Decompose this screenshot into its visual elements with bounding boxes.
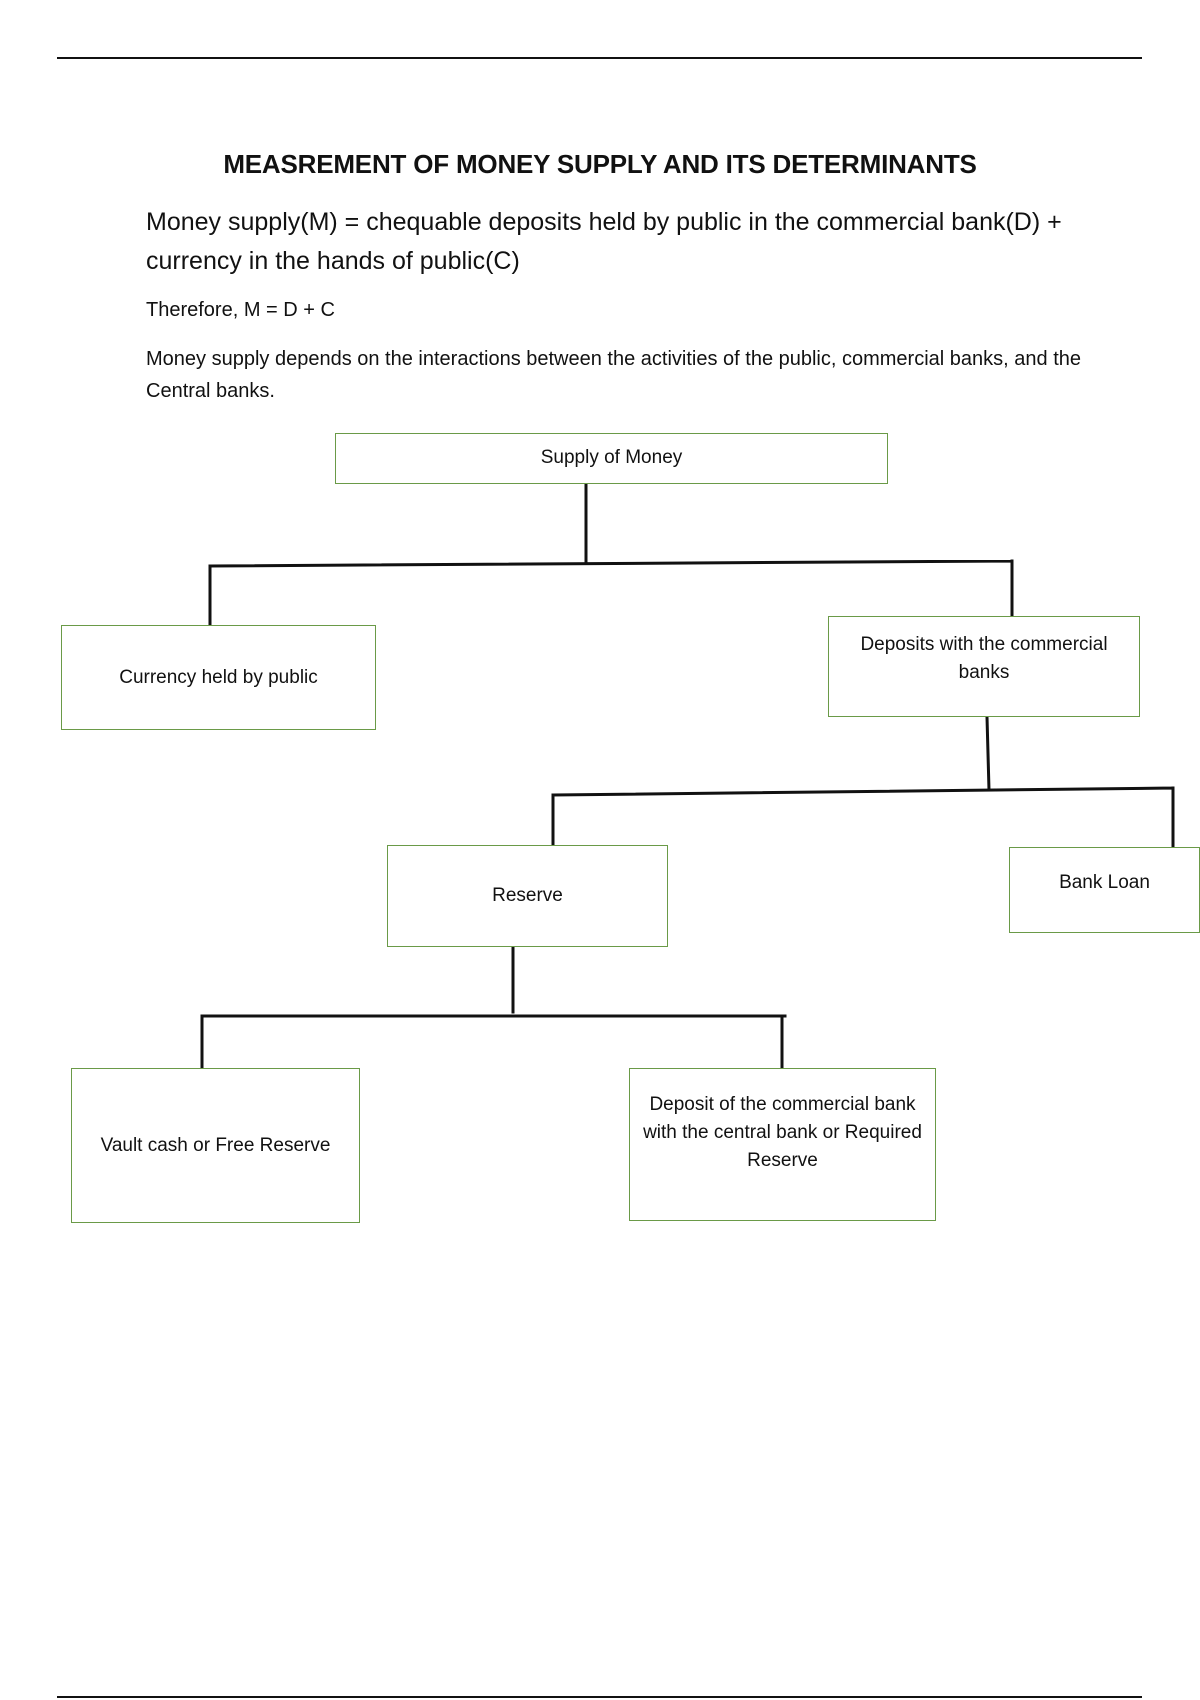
bank-loan-label: Bank Loan — [1059, 872, 1150, 893]
definition-text: Money supply(M) = chequable deposits hel… — [146, 208, 1062, 275]
vault-cash-label: Vault cash or Free Reserve — [100, 1134, 331, 1156]
vault-cash-box: Vault cash or Free Reserve — [71, 1068, 360, 1223]
deposits-commercial-banks-box: Deposits with the commercial banks — [828, 616, 1140, 717]
formula-text: Therefore, M = D + C — [146, 299, 335, 321]
currency-held-by-public-label: Currency held by public — [119, 666, 318, 688]
required-reserve-box: Deposit of the commercial bank with the … — [629, 1068, 936, 1221]
top-rule — [57, 57, 1142, 59]
connector-reserve-to-branches — [200, 943, 787, 1070]
bottom-rule — [57, 1696, 1142, 1698]
explanation-text: Money supply depends on the interactions… — [146, 348, 1081, 402]
currency-held-by-public-box: Currency held by public — [61, 625, 376, 730]
required-reserve-label: Deposit of the commercial bank with the … — [643, 1094, 922, 1171]
reserve-box: Reserve — [387, 845, 668, 947]
connector-root-to-branches — [208, 482, 1014, 627]
supply-of-money-label: Supply of Money — [540, 447, 683, 468]
connector-deposits-to-branches — [551, 715, 1175, 849]
page-title: MEASREMENT OF MONEY SUPPLY AND ITS DETER… — [223, 149, 977, 179]
supply-of-money-box: Supply of Money — [335, 433, 888, 484]
reserve-label: Reserve — [492, 885, 563, 906]
bank-loan-box: Bank Loan — [1009, 847, 1200, 933]
deposits-commercial-banks-label: Deposits with the commercial banks — [860, 634, 1108, 683]
